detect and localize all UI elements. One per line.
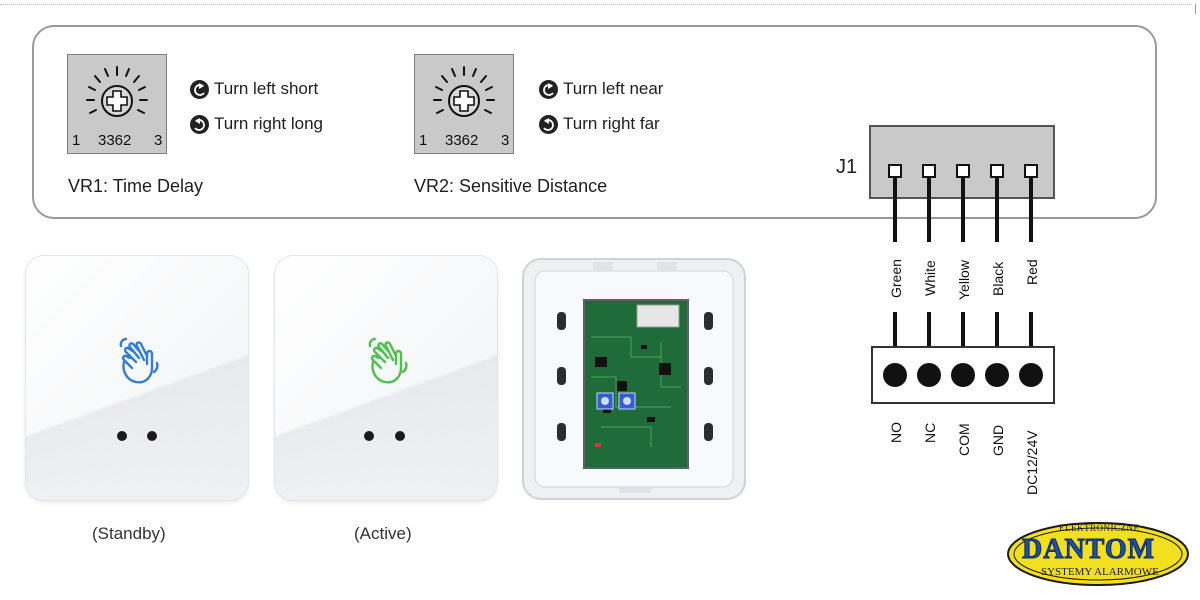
pot-dial-icon [433,66,495,117]
vr1-turn-left-label: Turn left short [214,79,319,98]
pot-model: 3362 [98,132,132,149]
terminal-label-no: NO [888,422,904,443]
lower-wires [893,312,1033,348]
connector-pins [888,164,1038,178]
wire-label-white: White [922,260,938,296]
logo-bottom-text: SYSTEMY ALARMOWE [1041,566,1159,578]
sensor-dot [147,431,157,441]
device-standby [26,256,248,500]
pot-pin-1: 1 [419,132,428,149]
vr2-turn-right-label: Turn right far [563,114,660,133]
rotate-left-icon [539,79,558,99]
glass-sheen [26,256,248,500]
vr2-title: VR2: Sensitive Distance [414,176,608,196]
upper-wires [893,177,1033,242]
hand-wave-icon [368,337,408,384]
vr1-turn-right: Turn right long [190,114,323,134]
vr1-turn-left: Turn left short [190,79,318,99]
wire-label-green: Green [888,259,904,298]
rotate-right-icon [539,114,558,134]
terminal-label-power: DC12/24V [1024,430,1040,495]
vr1-turn-right-label: Turn right long [214,114,323,133]
terminal-label-com: COM [956,423,972,456]
pot-model: 3362 [445,132,479,149]
top-dotted-rule [0,4,1192,5]
wire-label-red: Red [1024,259,1040,285]
dantom-logo [1007,522,1189,586]
wire-label-yellow: Yellow [956,260,972,300]
terminal-label-nc: NC [922,422,938,443]
rotate-left-icon [190,79,209,99]
sensor-dot [117,431,127,441]
device-back-pcb [522,258,746,500]
pot-pin-1: 1 [72,132,81,149]
terminal-label-gnd: GND [990,424,1006,456]
sensor-dot [364,431,374,441]
hand-wave-icon [119,337,159,384]
terminal-screws [883,363,1043,387]
logo-main-text: DANTOM [1021,534,1156,566]
sensor-dot [395,431,405,441]
glass-sheen [275,256,497,500]
top-rule-end-mark [1195,4,1196,14]
standby-caption: (Standby) [92,524,166,543]
vr2-turn-left: Turn left near [539,79,663,99]
active-caption: (Active) [354,524,412,543]
wiring-diagram [869,125,1055,404]
vr1-potentiometer: 1 3362 3 [67,54,167,154]
vr2-potentiometer: 1 3362 3 [414,54,514,154]
vr2-turn-left-label: Turn left near [563,79,664,98]
rotate-right-icon [190,114,209,134]
pot-dial-icon [86,66,148,117]
vr1-title: VR1: Time Delay [68,176,204,196]
vr2-turn-right: Turn right far [539,114,660,134]
logo-top-text: ELEKTRONICZNE [1059,523,1140,533]
pot-pin-3: 3 [501,132,510,149]
connector-label: J1 [836,156,858,178]
device-active [275,256,497,500]
pot-pin-3: 3 [154,132,163,149]
wire-label-black: Black [990,261,1006,296]
